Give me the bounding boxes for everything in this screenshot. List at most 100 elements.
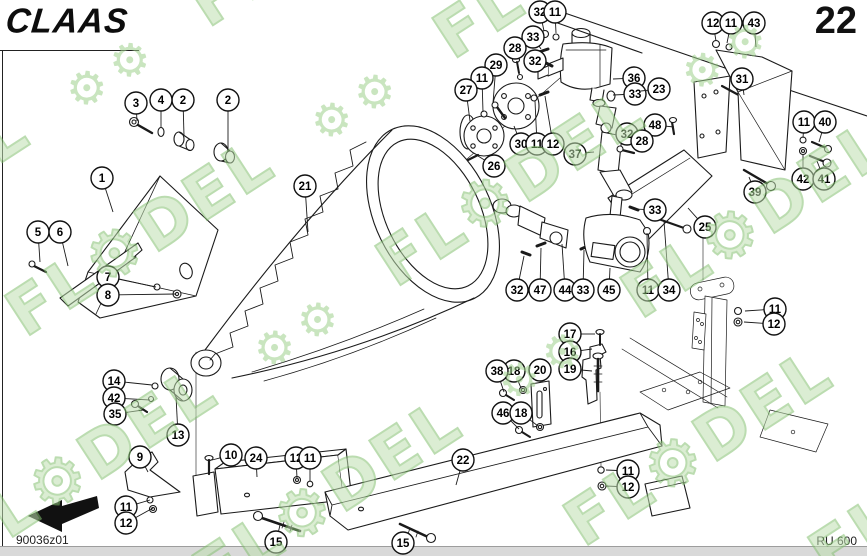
callout-18[interactable]: 18 (502, 359, 526, 389)
svg-text:21: 21 (299, 181, 312, 193)
svg-text:11: 11 (798, 117, 811, 129)
callout-25[interactable]: 25 (687, 207, 717, 239)
callout-6[interactable]: 6 (48, 220, 72, 267)
callout-12[interactable]: 12 (701, 11, 725, 42)
callout-47[interactable]: 47 (528, 247, 552, 302)
callout-11[interactable]: 11 (470, 66, 494, 113)
svg-text:47: 47 (534, 285, 547, 297)
svg-text:11: 11 (622, 466, 635, 478)
callout-12[interactable]: 12 (743, 312, 786, 336)
page-number: 22 (814, 0, 857, 42)
svg-text:15: 15 (270, 537, 283, 549)
svg-text:12: 12 (120, 518, 133, 530)
callout-33[interactable]: 33 (633, 198, 667, 222)
svg-text:45: 45 (603, 285, 616, 297)
callout-38[interactable]: 38 (485, 359, 509, 393)
callout-10[interactable]: 10 (211, 443, 243, 467)
callout-31[interactable]: 31 (730, 67, 754, 96)
callout-39[interactable]: 39 (743, 176, 767, 204)
svg-text:20: 20 (534, 365, 547, 377)
callout-26[interactable]: 26 (477, 154, 506, 178)
svg-text:32: 32 (534, 7, 547, 19)
callout-13[interactable]: 13 (166, 395, 190, 447)
callout-24[interactable]: 24 (244, 446, 268, 478)
svg-text:19: 19 (564, 364, 577, 376)
callout-15[interactable]: 15 (264, 524, 288, 554)
svg-text:11: 11 (531, 139, 544, 151)
callout-48[interactable]: 48 (643, 113, 675, 137)
direction-arrow-icon (28, 496, 99, 532)
callout-33[interactable]: 33 (571, 249, 595, 302)
callout-7[interactable]: 7 (96, 265, 157, 289)
callout-19[interactable]: 19 (558, 357, 593, 381)
svg-text:12: 12 (547, 139, 560, 151)
callout-45[interactable]: 45 (597, 267, 621, 302)
callout-32[interactable]: 32 (523, 49, 547, 73)
callout-5[interactable]: 5 (26, 220, 50, 263)
svg-text:33: 33 (577, 285, 590, 297)
drawing-code: 90036z01 (16, 533, 69, 547)
callout-42[interactable]: 42 (791, 154, 815, 191)
svg-text:28: 28 (636, 136, 649, 148)
callout-35[interactable]: 35 (103, 402, 144, 426)
svg-text:38: 38 (491, 366, 504, 378)
left-border-rule (2, 50, 3, 546)
callout-12[interactable]: 12 (541, 95, 565, 156)
callout-33[interactable]: 33 (612, 82, 647, 106)
callout-11[interactable]: 11 (543, 0, 567, 34)
callout-43[interactable]: 43 (742, 11, 766, 48)
svg-text:2: 2 (225, 95, 231, 107)
callout-22[interactable]: 22 (451, 448, 475, 486)
callout-34[interactable]: 34 (657, 220, 681, 302)
callout-11[interactable]: 11 (636, 232, 660, 302)
callout-11[interactable]: 11 (719, 11, 743, 44)
callout-12[interactable]: 12 (605, 475, 640, 499)
svg-text:8: 8 (105, 290, 112, 302)
callout-37[interactable]: 37 (563, 142, 595, 166)
callout-15[interactable]: 15 (391, 531, 415, 555)
callout-12[interactable]: 12 (114, 507, 154, 535)
svg-text:9: 9 (137, 452, 143, 464)
callout-3[interactable]: 3 (124, 91, 148, 122)
svg-text:36: 36 (628, 73, 641, 85)
page-bottom-strip (0, 546, 867, 556)
callout-33[interactable]: 33 (521, 25, 545, 50)
callout-28[interactable]: 28 (503, 36, 527, 60)
svg-text:11: 11 (304, 453, 317, 465)
callout-11[interactable]: 11 (298, 446, 322, 481)
svg-text:11: 11 (476, 73, 489, 85)
svg-text:11: 11 (120, 502, 133, 514)
svg-text:32: 32 (511, 285, 524, 297)
callout-41[interactable]: 41 (812, 160, 836, 191)
callout-2[interactable]: 2 (216, 88, 240, 150)
callout-1[interactable]: 1 (90, 166, 114, 213)
callout-40[interactable]: 40 (813, 110, 837, 143)
callout-32[interactable]: 32 (505, 255, 529, 302)
svg-text:12: 12 (622, 482, 635, 494)
callout-23[interactable]: 23 (640, 77, 671, 101)
callout-20[interactable]: 20 (528, 358, 552, 383)
svg-text:5: 5 (35, 227, 42, 239)
svg-text:11: 11 (642, 285, 655, 297)
callout-17[interactable]: 17 (558, 322, 595, 346)
callout-18[interactable]: 18 (509, 401, 539, 427)
callout-21[interactable]: 21 (293, 174, 317, 233)
svg-text:1: 1 (99, 173, 106, 185)
callout-2[interactable]: 2 (171, 88, 195, 137)
svg-text:30: 30 (515, 139, 528, 151)
callout-11[interactable]: 11 (792, 110, 816, 139)
svg-text:29: 29 (490, 60, 503, 72)
callout-9[interactable]: 9 (128, 445, 152, 473)
svg-text:17: 17 (564, 329, 577, 341)
svg-text:28: 28 (509, 43, 522, 55)
callout-28[interactable]: 28 (630, 129, 654, 153)
callout-8[interactable]: 8 (96, 283, 177, 307)
callout-14[interactable]: 14 (102, 369, 153, 393)
callout-44[interactable]: 44 (553, 243, 577, 302)
svg-text:2: 2 (180, 95, 186, 107)
svg-text:23: 23 (653, 84, 666, 96)
callout-27[interactable]: 27 (454, 78, 478, 122)
svg-text:4: 4 (158, 95, 165, 107)
callout-4[interactable]: 4 (149, 88, 173, 128)
